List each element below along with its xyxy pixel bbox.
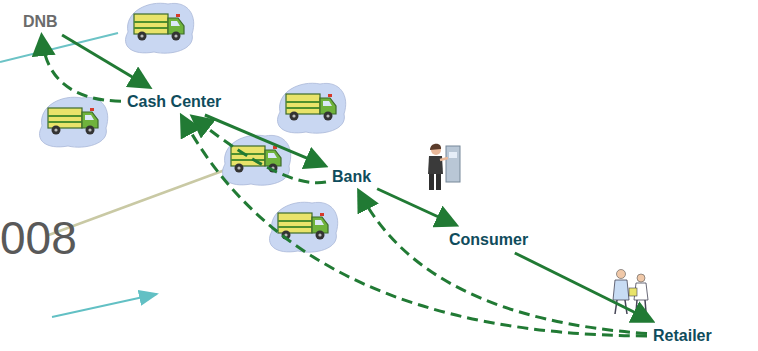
flow-node: Bank (329, 167, 374, 187)
cash-flow-arrow (377, 189, 454, 224)
flow-node: DNB (20, 12, 61, 32)
return-flow-arrow (42, 38, 121, 101)
node-label: Consumer (449, 231, 528, 249)
return-flow-arrow (183, 118, 647, 336)
node-label: Cash Center (127, 93, 221, 111)
return-flow-arrow (360, 193, 647, 334)
cash-flow-arrow (205, 115, 323, 165)
node-label: Bank (332, 168, 371, 186)
label-holder: 008 (0, 213, 77, 263)
cash-flow-arrow (515, 253, 650, 320)
year-fragment: 008 (0, 212, 77, 264)
flow-node: Cash Center (124, 92, 224, 112)
flow-node: Consumer (446, 230, 531, 250)
return-flow-arrow (194, 118, 326, 183)
cash-flow-arrow (62, 35, 147, 86)
flow-node: Retailer (650, 326, 715, 346)
node-label: Retailer (653, 327, 712, 345)
node-label: DNB (23, 13, 58, 31)
